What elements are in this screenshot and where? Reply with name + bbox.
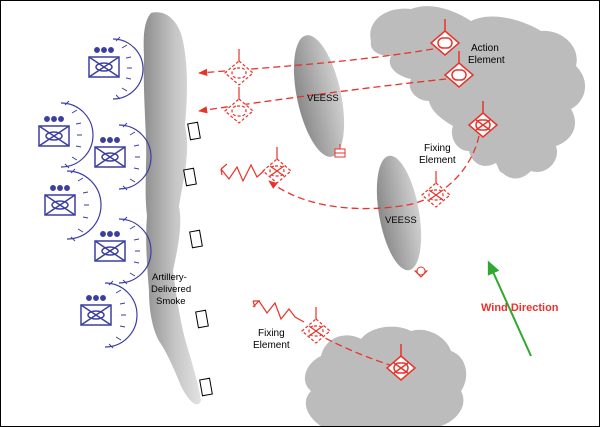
label-action-element-line2: Element <box>468 55 505 66</box>
enemy-icons-dashed <box>224 49 451 344</box>
veess-generator-icon-lower <box>413 266 429 278</box>
enemy-diamond-icon <box>385 344 417 381</box>
label-veess-lower: VEESS <box>385 215 417 226</box>
label-fixing-element-bottom-line1: Fixing <box>258 328 285 339</box>
enemy-diamond-icon <box>467 101 499 138</box>
enemy-diamond-icon <box>429 19 461 56</box>
zigzag-upper <box>220 163 267 183</box>
enemy-diamond-icon <box>224 87 254 124</box>
enemy-diamond-icon <box>224 49 254 86</box>
friendly-unit-icon <box>94 216 152 285</box>
enemy-diamond-icon <box>262 147 292 184</box>
label-smoke-line2: Delivered <box>151 284 191 295</box>
enemy-icons-solid <box>385 19 499 381</box>
friendly-unit-icon <box>44 168 102 242</box>
route-fixing-top <box>268 135 480 210</box>
label-smoke-line1: Artillery- <box>152 272 187 283</box>
friendly-unit-icon <box>80 280 138 349</box>
fire-zigzags <box>220 163 305 323</box>
terrain-woods-bottom <box>304 326 467 426</box>
enemy-diamond-icon <box>301 307 331 344</box>
terrain-woods-top <box>370 6 586 179</box>
label-veess-upper: VEESS <box>307 93 339 104</box>
label-action-element-line1: Action <box>471 43 499 54</box>
label-smoke-line3: Smoke <box>156 296 186 307</box>
friendly-unit-icon <box>94 122 152 191</box>
veess-cloud-lower <box>376 155 422 271</box>
enemy-diamond-icon <box>443 51 475 88</box>
friendly-unit-icon <box>88 36 144 100</box>
label-wind-direction: Wind Direction <box>481 302 559 314</box>
enemy-diamond-icon <box>421 171 451 208</box>
friendly-positions <box>38 36 152 349</box>
wind-direction-arrow <box>487 260 532 357</box>
label-fixing-element-bottom-line2: Element <box>253 340 290 351</box>
label-fixing-element-top-line2: Element <box>419 155 456 166</box>
route-fixing-bottom <box>320 335 394 367</box>
friendly-unit-icon <box>38 100 94 169</box>
zigzag-lower <box>252 300 305 323</box>
smoke-generators <box>183 121 213 397</box>
veess-cloud-upper <box>293 35 345 157</box>
veess-generator-icon-upper <box>334 144 346 158</box>
artillery-smoke-cloud <box>143 12 201 405</box>
label-fixing-element-top-line1: Fixing <box>424 143 451 154</box>
